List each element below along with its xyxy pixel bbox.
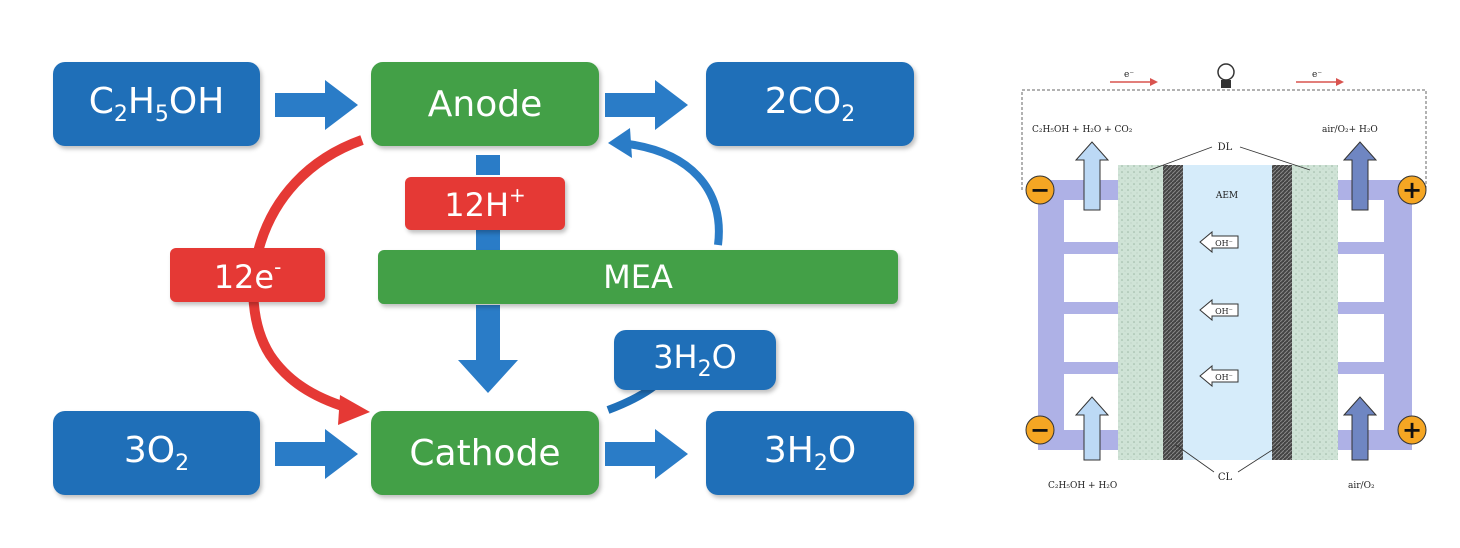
- dl-pointer-right: [1239, 146, 1311, 171]
- arrow-oxygen-to-cathode: [275, 429, 358, 479]
- water-out-box: 3H2O: [706, 411, 914, 495]
- cathode-box: Cathode: [371, 411, 599, 495]
- cathode-label: Cathode: [409, 432, 561, 474]
- water-mid-formula: 3H2O: [653, 338, 737, 382]
- mea-label: MEA: [603, 258, 673, 296]
- proton-stem-bottom: [476, 230, 500, 250]
- svg-text:−: −: [1030, 416, 1050, 444]
- proton-stem-top: [476, 155, 500, 175]
- cathode-outlet-label: air/O₂+ H₂O: [1322, 125, 1378, 135]
- cl-pointer-left: [1175, 444, 1215, 473]
- hydroxide-arrow-3: OH⁻: [1199, 364, 1239, 388]
- cathode-flow-frame: [1338, 180, 1412, 450]
- terminal-minus-top: −: [1025, 175, 1055, 205]
- water-out-formula: 3H2O: [763, 430, 857, 476]
- electron-arrow-right-head: [1336, 78, 1344, 86]
- water-mid-box: 3H2O: [614, 330, 776, 390]
- terminal-minus-bottom: −: [1025, 415, 1055, 445]
- electron-label-top-right: e⁻: [1312, 70, 1322, 80]
- oxygen-formula: 3O2: [123, 430, 190, 476]
- svg-text:+: +: [1402, 416, 1422, 444]
- external-circuit: [1021, 89, 1427, 190]
- anode-flow-frame: [1038, 180, 1118, 450]
- electron-curve-arrow: [248, 135, 364, 415]
- terminal-plus-bottom: +: [1397, 415, 1427, 445]
- aem-label: AEM: [1215, 191, 1238, 201]
- electrons-formula: 12e-: [213, 254, 282, 296]
- svg-text:OH⁻: OH⁻: [1215, 307, 1233, 316]
- anode-inlet-arrow: [1074, 396, 1110, 461]
- anode-box: Anode: [371, 62, 599, 146]
- mea-box: MEA: [378, 250, 898, 304]
- water-return-curve-arrow: [619, 139, 723, 246]
- ethanol-box: C2H5OH: [53, 62, 260, 146]
- electron-curve-head: [338, 395, 370, 425]
- svg-text:+: +: [1402, 176, 1422, 204]
- arrow-anode-to-co2: [605, 80, 688, 130]
- cl-pointer-right: [1237, 444, 1281, 473]
- arrow-mea-to-cathode: [458, 305, 518, 393]
- cathode-diffusion-layer: [1292, 165, 1338, 460]
- anode-inlet-label: C₂H₅OH + H₂O: [1048, 481, 1117, 491]
- arrow-cathode-to-water: [605, 429, 688, 479]
- electron-arrow-left-head: [1150, 78, 1158, 86]
- protons-formula: 12H+: [444, 183, 526, 224]
- fuel-cell-schematic: e⁻ e⁻ − + − +: [1021, 63, 1427, 491]
- anode-outlet-label: C₂H₅OH + H₂O + CO₂: [1032, 125, 1133, 135]
- ethanol-formula: C2H5OH: [88, 81, 225, 127]
- hydroxide-arrow-1: OH⁻: [1199, 230, 1239, 254]
- svg-text:OH⁻: OH⁻: [1215, 373, 1233, 382]
- svg-text:OH⁻: OH⁻: [1215, 239, 1233, 248]
- anode-label: Anode: [427, 83, 543, 125]
- anode-outlet-arrow: [1074, 141, 1110, 211]
- oxygen-box: 3O2: [53, 411, 260, 495]
- electron-label-top-left: e⁻: [1124, 70, 1134, 80]
- anode-diffusion-layer: [1118, 165, 1163, 460]
- protons-box: 12H+: [405, 177, 565, 230]
- co2-formula: 2CO2: [764, 81, 856, 127]
- cathode-inlet-label: air/O₂: [1348, 481, 1375, 491]
- dl-label: DL: [1218, 142, 1233, 153]
- electrons-box: 12e-: [170, 248, 325, 302]
- dl-pointer-left: [1149, 146, 1213, 171]
- cathode-outlet-arrow: [1342, 141, 1378, 211]
- terminal-plus-top: +: [1397, 175, 1427, 205]
- co2-box: 2CO2: [706, 62, 914, 146]
- cl-label: CL: [1218, 472, 1233, 483]
- svg-text:−: −: [1030, 176, 1050, 204]
- hydroxide-arrow-2: OH⁻: [1199, 298, 1239, 322]
- arrow-fuel-to-anode: [275, 80, 358, 130]
- lightbulb-icon: [1217, 63, 1235, 88]
- flow-arrows-layer: [248, 80, 723, 479]
- cathode-catalyst-layer: [1272, 165, 1292, 460]
- cathode-inlet-arrow: [1342, 396, 1378, 461]
- water-return-curve-head: [608, 128, 632, 158]
- anode-catalyst-layer: [1163, 165, 1183, 460]
